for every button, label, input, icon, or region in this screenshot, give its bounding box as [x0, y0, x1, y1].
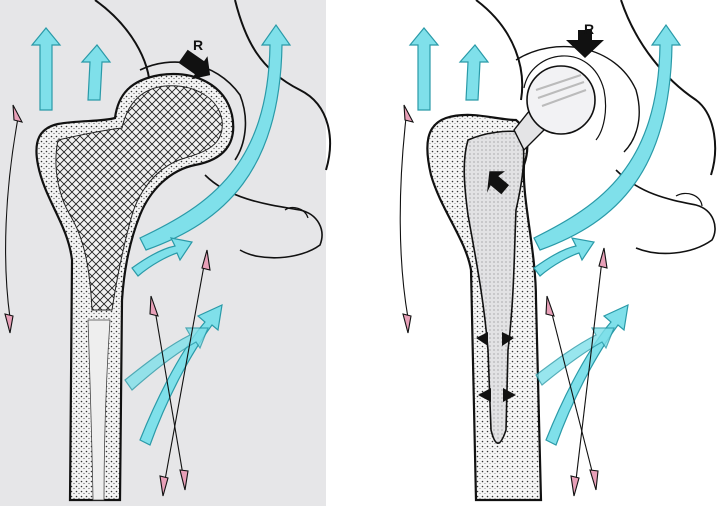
- prosthesis-femur-panel: R: [396, 0, 719, 506]
- force-label-r: R: [584, 22, 594, 36]
- prosthesis-femur-illustration: [396, 0, 719, 506]
- natural-femur-panel: R: [0, 0, 340, 506]
- natural-femur-illustration: [0, 0, 340, 506]
- force-label-r: R: [193, 38, 203, 52]
